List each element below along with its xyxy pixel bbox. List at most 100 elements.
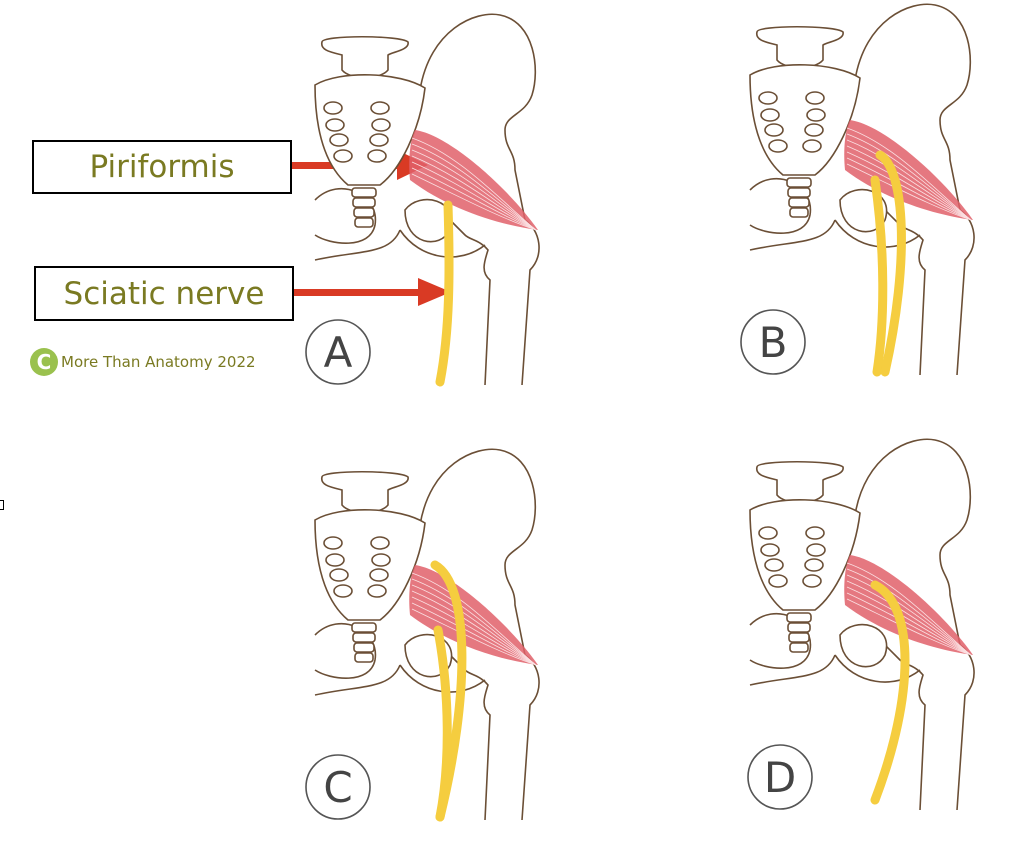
- nerve-trunk: [870, 580, 910, 805]
- sciatic-nerve-label-text: Sciatic nerve: [63, 275, 265, 312]
- coccyx-segment: [351, 187, 377, 198]
- panel-badge: D: [747, 744, 813, 810]
- muscle-fiber: [846, 586, 972, 656]
- sacral-foramen: [804, 558, 824, 572]
- sciatic-nerve: [870, 580, 910, 805]
- nerve-branch-through: [875, 150, 906, 377]
- badge-circle: [747, 744, 813, 810]
- sacral-foramen: [806, 543, 826, 557]
- sacral-foramen: [802, 139, 822, 153]
- muscle-fiber: [411, 608, 537, 666]
- sacral-foramen: [371, 118, 391, 132]
- muscle-fiber: [411, 578, 537, 666]
- sacral-foramen: [333, 584, 353, 598]
- badge-circle: [305, 319, 371, 385]
- sciatic-nerve: [870, 150, 906, 377]
- sacral-foramen: [758, 91, 778, 105]
- sciatic-nerve: [435, 200, 454, 387]
- muscle-fiber: [846, 163, 972, 221]
- sacral-foramen: [371, 553, 391, 567]
- copyright-notice: C More Than Anatomy 2022: [30, 348, 256, 376]
- sacral-foramen: [758, 526, 778, 540]
- coccyx-segment: [353, 207, 375, 218]
- sacral-foramen: [804, 123, 824, 137]
- nerve-trunk: [435, 200, 454, 387]
- piriformis-muscle: [844, 120, 973, 221]
- muscle-fiber: [846, 592, 972, 656]
- vertebra: [320, 470, 409, 514]
- sacral-foramen: [329, 568, 349, 582]
- muscle-fiber: [411, 602, 537, 666]
- pelvic-floor-line: [749, 219, 921, 251]
- piriformis-muscle: [409, 565, 538, 666]
- sacral-foramen: [325, 553, 345, 567]
- muscle-fiber: [846, 145, 972, 221]
- coccyx-segment: [786, 612, 812, 623]
- panel-letter: B: [759, 318, 788, 367]
- sacral-foramen: [760, 543, 780, 557]
- muscle-fiber: [411, 173, 537, 231]
- muscle-fiber: [411, 167, 537, 231]
- obturator-right: [839, 623, 888, 668]
- sacral-foramen: [333, 149, 353, 163]
- sacral-foramen: [768, 574, 788, 588]
- pelvic-floor-line: [314, 229, 486, 261]
- coccyx-segment: [786, 177, 812, 188]
- muscle-fiber: [846, 574, 972, 656]
- muscle-fiber: [846, 133, 972, 221]
- coccyx-segment: [352, 197, 376, 208]
- sacral-foramen: [805, 91, 825, 105]
- coccyx-segment: [354, 652, 374, 663]
- panel-d: D: [747, 438, 975, 811]
- pelvic-floor-line: [314, 664, 486, 696]
- panel-a: A: [305, 13, 540, 387]
- muscle-fiber: [411, 161, 537, 231]
- muscle-fiber: [411, 143, 537, 231]
- piriformis-label-text: Piriformis: [89, 149, 235, 185]
- panel-letter: A: [324, 328, 353, 377]
- sacral-foramen: [367, 149, 387, 163]
- pelvic-floor-line: [749, 654, 921, 686]
- muscle-fiber: [846, 580, 972, 656]
- muscle-fiber: [411, 584, 537, 666]
- muscle-fiber: [411, 572, 537, 666]
- coccyx-segment: [787, 187, 811, 198]
- muscle-fiber: [846, 139, 972, 221]
- muscle-fiber: [846, 598, 972, 656]
- muscle-fiber: [411, 149, 537, 231]
- sacral-foramen: [806, 108, 826, 122]
- copyright-logo-icon: C: [30, 348, 58, 376]
- sacral-foramen: [370, 101, 390, 115]
- muscle-fiber: [411, 137, 537, 231]
- coccyx-segment: [789, 642, 809, 653]
- coccyx-segment: [788, 197, 810, 208]
- vertebra: [755, 460, 844, 504]
- muscle-fiber: [846, 157, 972, 221]
- sciatic-nerve-label: Sciatic nerve: [34, 266, 294, 321]
- sacral-foramen: [369, 568, 389, 582]
- edge-marker: [0, 500, 4, 510]
- panel-badge: C: [305, 754, 371, 820]
- badge-circle: [740, 309, 806, 375]
- sacral-foramen: [370, 536, 390, 550]
- sacral-foramen: [367, 584, 387, 598]
- sacral-foramen: [802, 574, 822, 588]
- sacral-foramen: [323, 101, 343, 115]
- muscle-fiber: [846, 562, 972, 656]
- coccyx-segment: [788, 632, 810, 643]
- panel-badge: A: [305, 319, 371, 385]
- sacral-foramen: [764, 558, 784, 572]
- muscle-fiber: [411, 590, 537, 666]
- sacral-foramen: [325, 118, 345, 132]
- piriformis-label: Piriformis: [32, 140, 292, 194]
- sacral-foramen: [805, 526, 825, 540]
- panel-b: B: [740, 3, 975, 377]
- coccyx-segment: [787, 622, 811, 633]
- sacral-foramen: [329, 133, 349, 147]
- vertebra: [755, 25, 844, 69]
- panel-letter: C: [323, 763, 352, 812]
- nerve-branch-lower: [433, 625, 452, 822]
- nerve-branch-lower: [870, 175, 888, 377]
- sciatic-nerve: [430, 560, 467, 822]
- panel-badge: B: [740, 309, 806, 375]
